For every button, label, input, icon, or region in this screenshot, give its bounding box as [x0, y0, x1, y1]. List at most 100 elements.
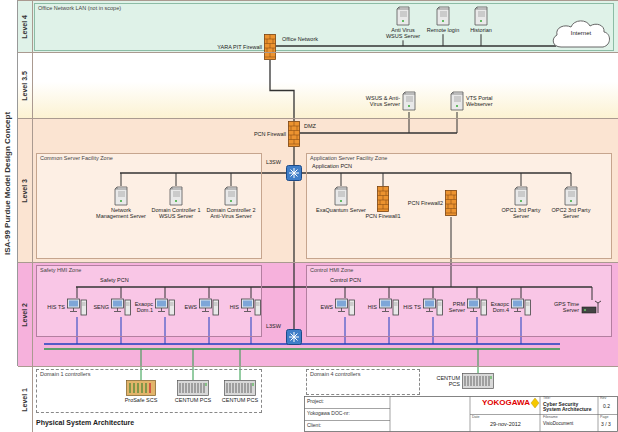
- ws-icon: [199, 298, 219, 316]
- device-label: Network Management Server: [96, 207, 146, 219]
- server-icon-part: [406, 97, 413, 101]
- ws-icon-part: [511, 298, 531, 316]
- server-icon-part: [120, 200, 122, 202]
- fw-icon-part: [288, 121, 300, 147]
- server-icon-part: [230, 200, 232, 202]
- server-icon-part: [228, 192, 235, 196]
- network-device: Exaopc Dom.4: [489, 298, 531, 316]
- server-icon-part: [402, 91, 416, 111]
- ws-icon-part: [67, 298, 87, 316]
- ws-icon-part: [68, 299, 80, 308]
- server-icon-part: [440, 12, 447, 16]
- ws-icon-part: [514, 308, 521, 312]
- device-label: OPC1 3rd Party Server: [496, 207, 546, 219]
- ps-icon-part: [130, 383, 146, 393]
- network-drop: [77, 287, 78, 298]
- sw-icon-part: [287, 166, 302, 181]
- ws-icon-part: [169, 300, 175, 315]
- network-device: ExaQuantum Server: [316, 186, 366, 213]
- network-drop: [433, 317, 434, 344]
- fw-icon-part: [378, 187, 389, 212]
- region-fill: [306, 369, 420, 395]
- server-icon: [474, 6, 488, 26]
- network-drop: [141, 349, 142, 380]
- device-label: EWS: [177, 304, 197, 310]
- network-drop: [478, 349, 479, 373]
- model-title: ISA-99 Purdue Model Design Concept: [4, 111, 13, 254]
- device-label: Exaopc Dom.1: [133, 301, 153, 313]
- ws-icon-part: [513, 301, 522, 307]
- ctrl-icon-part: [225, 381, 256, 396]
- device-label: Remote login: [427, 27, 459, 33]
- server-icon-part: [118, 192, 125, 196]
- ws-icon-part: [467, 298, 487, 316]
- security-zone: Office Network LAN (not in scope)Anti Vi…: [34, 3, 614, 51]
- server-icon-part: [442, 20, 444, 22]
- fw-icon-part: [265, 35, 276, 58]
- device-label: WSUS & Anti-Virus Server: [356, 95, 400, 107]
- server-icon-part: [474, 6, 488, 26]
- sw-icon-part: [287, 330, 302, 345]
- ws-icon: [155, 298, 175, 316]
- network-device: GPS Time Server: [539, 300, 603, 314]
- server-icon: [564, 186, 578, 206]
- ws-icon: [111, 298, 131, 316]
- server-icon: [450, 91, 464, 111]
- ctrl-icon-part: [253, 383, 254, 386]
- model-title-bar: ISA-99 Purdue Model Design Concept: [0, 0, 18, 366]
- gps-icon-part: [582, 307, 596, 313]
- ws-icon-part: [526, 303, 530, 305]
- server-icon-part: [115, 187, 127, 205]
- device-label: Domain Controller 1 WSUS Server: [151, 207, 201, 219]
- ps-icon-part: [149, 383, 150, 393]
- ws-icon-part: [213, 300, 219, 315]
- ws-icon: [335, 298, 355, 316]
- server-icon-part: [396, 6, 410, 26]
- network-drop: [121, 173, 122, 186]
- level-strip: Level 4: [18, 1, 33, 52]
- server-icon-part: [451, 92, 463, 94]
- ws-icon-part: [424, 299, 436, 308]
- ws-icon-part: [481, 300, 487, 315]
- server-icon-part: [565, 187, 577, 189]
- ws-icon-part: [158, 308, 165, 312]
- security-zone: Control HMI ZoneEWSHISHIS TSPRM ServerEx…: [306, 265, 612, 337]
- device-label: SENG: [89, 304, 109, 310]
- zone-heading: Application Server Facility Zone: [307, 154, 611, 162]
- network-link: [293, 181, 294, 329]
- server-icon-part: [518, 192, 525, 196]
- diagram-label: Filename: [543, 416, 558, 420]
- server-icon-part: [520, 200, 522, 202]
- server-icon-part: [475, 7, 487, 25]
- network-device: CENTUM PCS: [171, 380, 215, 403]
- ws-icon-part: [82, 303, 86, 305]
- device-label: Anti Virus WSUS Server: [383, 27, 423, 39]
- ws-icon-part: [200, 299, 212, 308]
- server-icon-part: [515, 187, 527, 205]
- fw-icon-part: [289, 122, 300, 145]
- level-strip: Level 2: [18, 263, 33, 366]
- diagram-label: Rev: [600, 397, 606, 401]
- ws-icon-part: [241, 298, 261, 316]
- server-icon-part: [451, 92, 463, 110]
- network-device: PCN Firewall1: [363, 186, 403, 219]
- ws-icon-part: [337, 301, 346, 307]
- logo-diamond: [531, 398, 539, 408]
- fw-icon-part: [378, 187, 389, 210]
- network-device: PCN Firewall2: [407, 190, 457, 216]
- ctrl-icon-part: [180, 383, 204, 393]
- level-strip: Level 3: [18, 119, 33, 262]
- network-drop: [521, 173, 522, 186]
- device-label: Historian: [470, 27, 492, 33]
- ws-icon-part: [468, 299, 480, 308]
- network-drop: [231, 173, 232, 186]
- server-icon-part: [450, 91, 464, 111]
- network-device: WSUS & Anti-Virus Server: [356, 91, 416, 111]
- ctrl-icon: [462, 373, 494, 389]
- network-device: L3SW: [266, 159, 302, 181]
- network-device: Domain Controller 1 WSUS Server: [151, 186, 201, 219]
- diagram-label: 3 / 3: [601, 422, 611, 427]
- ws-icon-part: [336, 299, 348, 308]
